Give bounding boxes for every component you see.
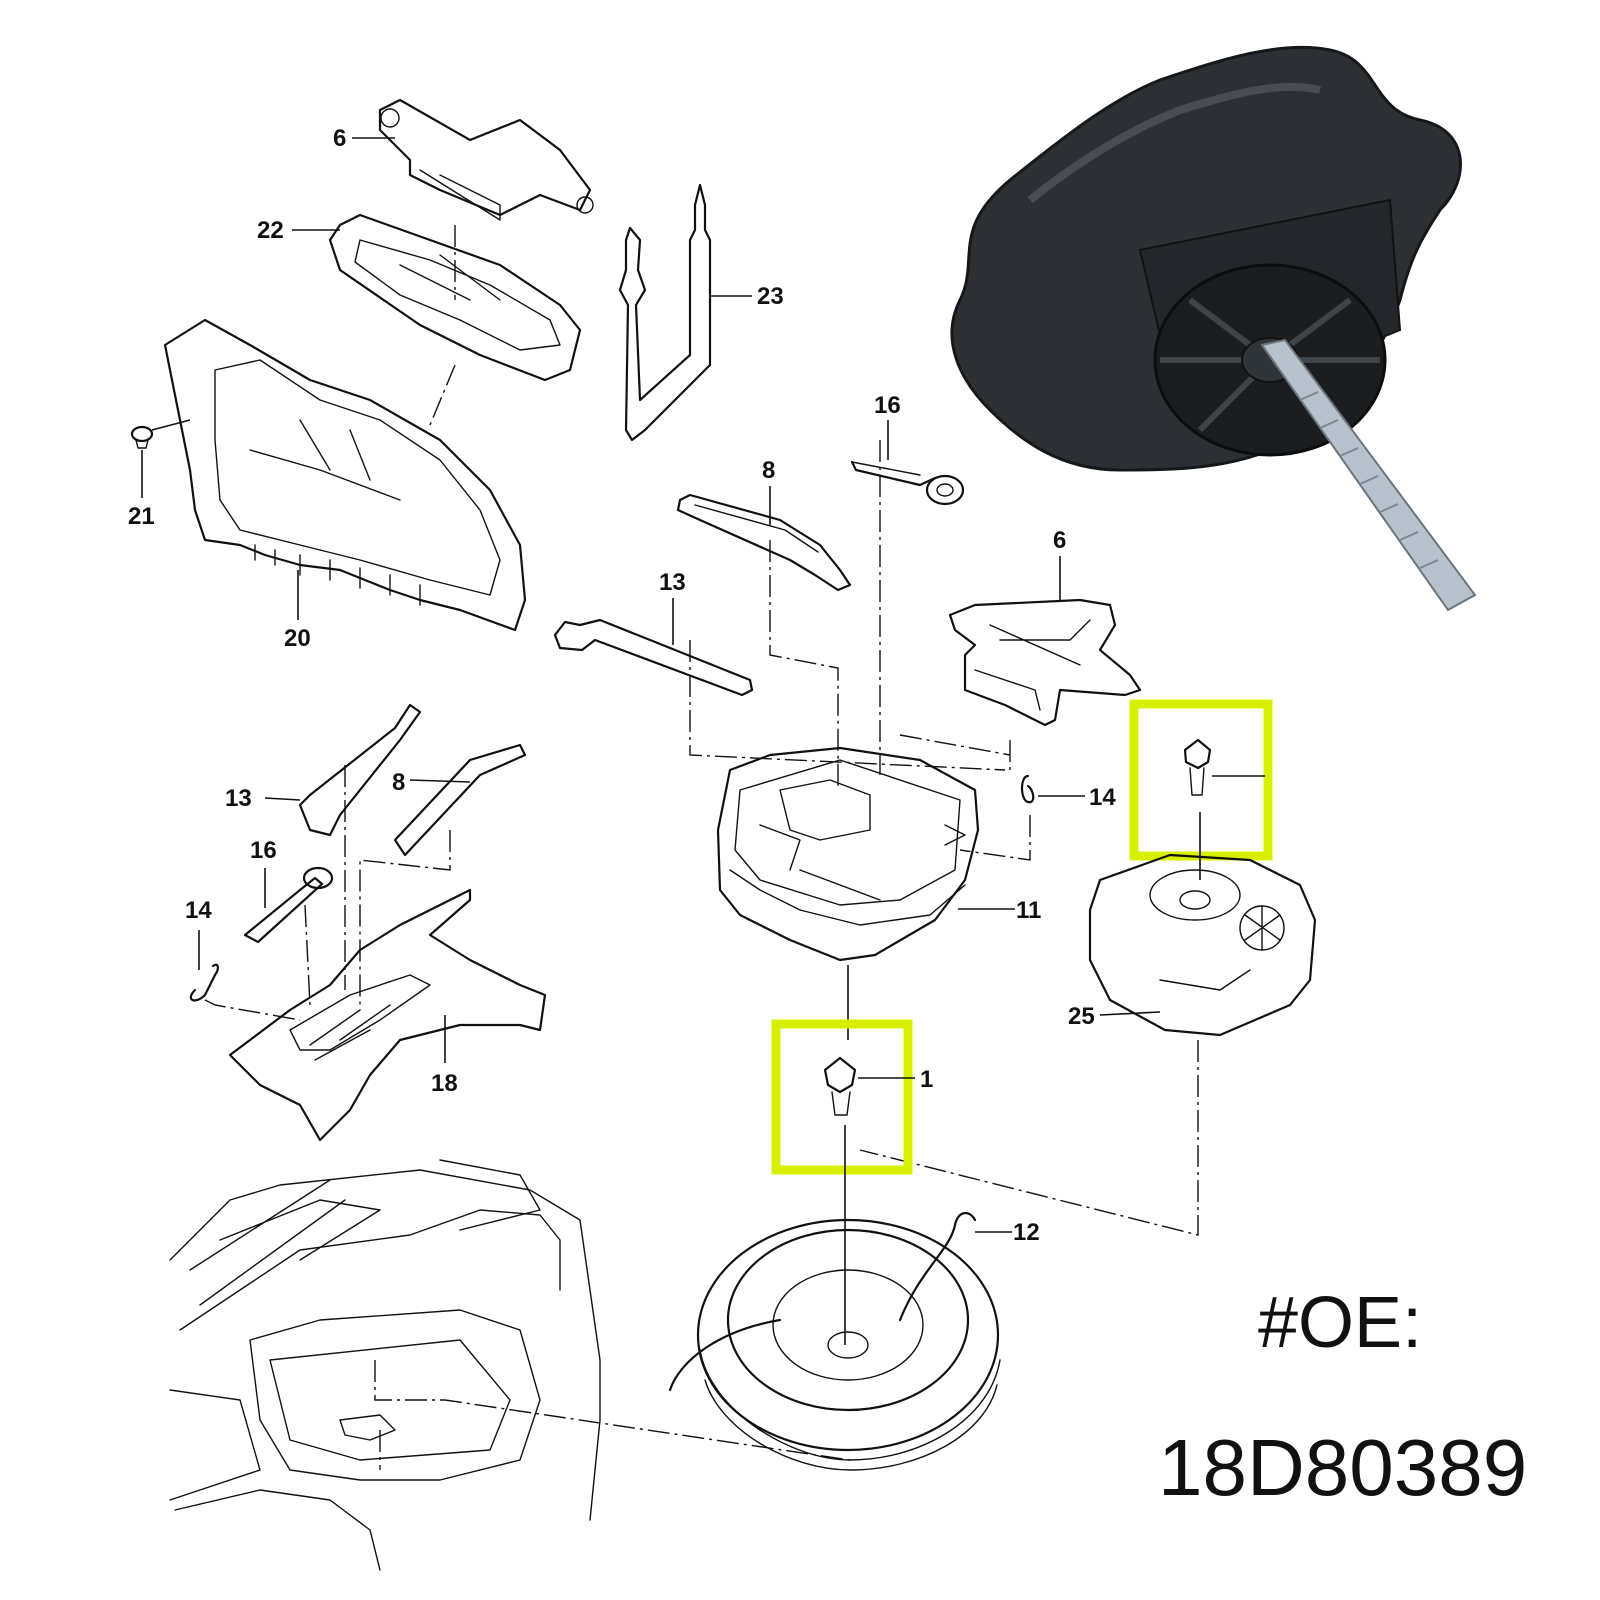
spare-tire — [696, 1218, 1001, 1471]
trunk-floor-tray — [228, 888, 547, 1142]
wing-bolt-lower — [823, 1056, 915, 1116]
callout-22: 22 — [257, 217, 284, 244]
callout-14-left: 14 — [185, 897, 212, 924]
callout-16-right: 16 — [874, 392, 901, 419]
lug-wrench-left — [298, 703, 422, 837]
jack-tray — [328, 213, 582, 382]
jack-crank-lever — [618, 183, 712, 442]
oe-label: #OE: — [1258, 1283, 1423, 1363]
scissor-jack-right — [948, 598, 1142, 727]
callout-21: 21 — [128, 503, 155, 530]
callout-20: 20 — [284, 625, 311, 652]
callout-8-left: 8 — [392, 769, 405, 796]
callout-6-right: 6 — [1053, 527, 1066, 554]
trunk-outline — [169, 1159, 601, 1571]
push-clip — [130, 419, 191, 449]
callout-11: 11 — [1016, 897, 1041, 924]
tie-down-hook-left — [189, 963, 219, 1002]
callout-18: 18 — [431, 1070, 458, 1097]
spare-wheel-cover — [1088, 853, 1317, 1037]
scissor-jack-top — [378, 98, 594, 221]
callout-16-left: 16 — [250, 837, 277, 864]
callout-1: 1 — [920, 1066, 933, 1093]
callout-6-top: 6 — [333, 125, 346, 152]
callout-25: 25 — [1068, 1003, 1095, 1030]
lug-wrench-right — [553, 618, 754, 697]
callout-13-left: 13 — [225, 785, 252, 812]
tie-strap — [668, 1212, 977, 1392]
callout-14-right: 14 — [1089, 784, 1116, 811]
highlight-box-lower — [771, 1019, 913, 1175]
wing-bolt-upper — [1183, 738, 1265, 796]
oe-part-number: 18D80389 — [1158, 1423, 1528, 1512]
tow-eye-bolt-left — [243, 866, 334, 944]
callout-12: 12 — [1013, 1219, 1040, 1246]
wing-bolt-photo — [950, 45, 1477, 612]
callout-13-right: 13 — [659, 569, 686, 596]
tow-eye-bolt-right — [850, 460, 965, 506]
wheel-brace-handle-left — [393, 743, 527, 857]
callout-8-right: 8 — [762, 457, 775, 484]
callout-23: 23 — [757, 283, 784, 310]
foam-tool-tray — [716, 746, 980, 962]
highlight-box-upper — [1129, 699, 1273, 861]
tie-down-hook-right — [1020, 774, 1035, 804]
trunk-trim-panel — [163, 318, 527, 632]
wheel-brace-handle-right — [676, 493, 852, 592]
